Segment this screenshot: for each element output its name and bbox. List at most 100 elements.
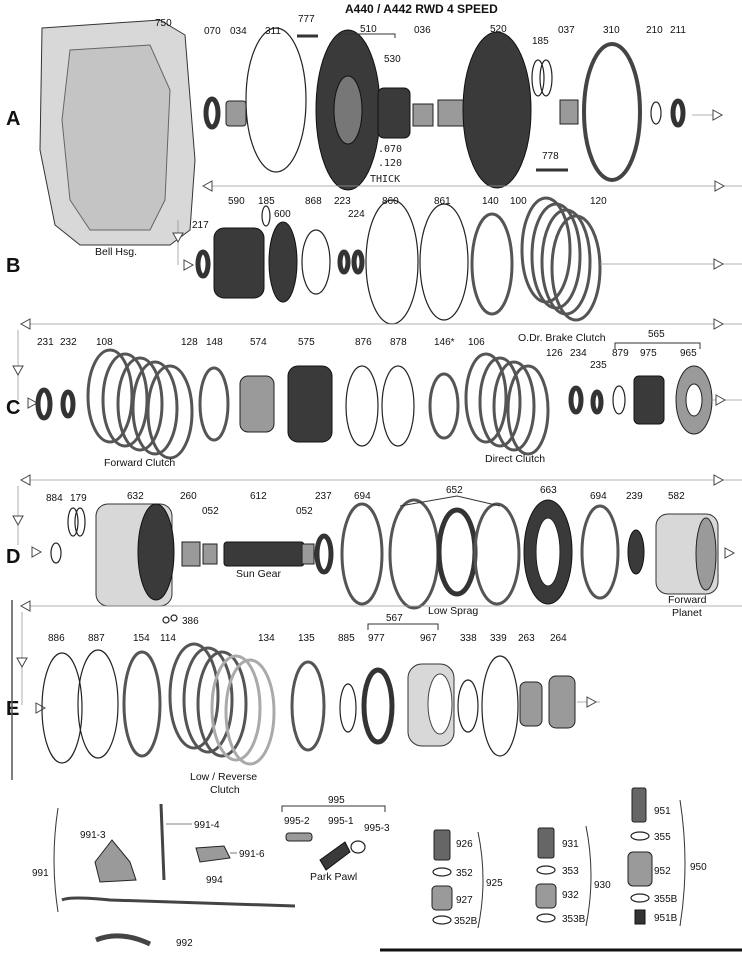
part-652-sprag	[436, 507, 478, 597]
row-d-drop-arrow	[12, 515, 24, 527]
label-778: 778	[542, 151, 559, 162]
bracket-995	[281, 805, 386, 812]
caption-forward-planet-1: Forward	[668, 594, 707, 606]
label-260: 260	[180, 491, 197, 502]
label-114: 114	[160, 633, 176, 644]
label-878: 878	[390, 337, 407, 348]
label-154: 154	[133, 633, 150, 644]
part-590-drum	[213, 227, 265, 299]
part-070-ring	[203, 96, 221, 130]
label-034: 034	[230, 26, 247, 37]
label-995-1: 995-1	[328, 816, 354, 827]
part-355b-ring	[630, 893, 650, 903]
part-231-ring	[35, 387, 53, 421]
label-128: 128	[181, 337, 198, 348]
label-211: 211	[670, 25, 686, 36]
bracket-565	[614, 342, 701, 349]
part-237-ring	[314, 533, 334, 575]
row-c-parts: Forward Clutch Direct Clutch 231 232 108…	[12, 329, 742, 469]
label-052-a: 052	[202, 506, 219, 517]
label-930: 930	[594, 880, 611, 891]
part-977-sprag	[361, 667, 395, 745]
arrow-a-b-right	[714, 180, 726, 192]
part-126-plate-b	[506, 364, 550, 456]
part-885-ring	[339, 683, 357, 733]
label-352: 352	[456, 868, 473, 879]
label-632: 632	[127, 491, 144, 502]
diagram-title: A440 / A442 RWD 4 SPEED	[345, 2, 498, 16]
part-234-ring	[568, 385, 584, 415]
label-223: 223	[334, 196, 351, 207]
label-355: 355	[654, 832, 671, 843]
label-927: 927	[456, 895, 473, 906]
part-582-face	[695, 517, 717, 591]
label-926: 926	[456, 839, 473, 850]
part-952-plunger	[627, 851, 653, 887]
label-185-b: 185	[258, 196, 275, 207]
label-263: 263	[518, 633, 535, 644]
row-label-d: D	[6, 546, 20, 568]
part-575-drum	[287, 365, 333, 443]
part-211-ring	[670, 98, 686, 128]
label-217: 217	[192, 220, 209, 231]
bottom-parts: 991 991-3 991-4 991-6 994 992 995 995-2 …	[32, 787, 707, 949]
caption-bell-housing: Bell Hsg.	[95, 246, 137, 258]
label-339: 339	[490, 633, 507, 644]
label-520: 520	[490, 24, 507, 35]
label-977: 977	[368, 633, 385, 644]
caption-low-reverse-2: Clutch	[210, 784, 240, 796]
part-140-plate	[470, 212, 514, 316]
part-106-plate-a	[464, 352, 508, 444]
part-128-plate-c	[146, 364, 194, 460]
part-878-ring	[381, 365, 415, 447]
part-530-gear	[377, 87, 411, 139]
label-510: 510	[360, 24, 377, 35]
label-952: 952	[654, 866, 671, 877]
part-352b-ring	[432, 915, 452, 925]
arrow-c-d-right	[713, 474, 725, 486]
part-154-plate	[122, 650, 162, 758]
part-217-ring	[195, 249, 211, 279]
label-600: 600	[274, 209, 291, 220]
part-108-plate-a	[86, 348, 134, 444]
part-223-ring	[337, 249, 351, 275]
label-995: 995	[328, 795, 345, 806]
label-612: 612	[250, 491, 267, 502]
part-311-oring	[245, 27, 307, 173]
part-148-plate	[198, 366, 230, 442]
label-694-b: 694	[590, 491, 607, 502]
part-353-ring	[536, 865, 556, 875]
label-353: 353	[562, 866, 579, 877]
part-185-snap	[261, 205, 271, 227]
part-927-plunger	[431, 885, 453, 911]
part-861-ring	[419, 203, 469, 321]
part-652-race-b	[473, 502, 521, 606]
row-c-start-arrow	[27, 397, 39, 409]
row-d-start-arrow	[31, 546, 43, 558]
part-338-ring	[457, 679, 479, 733]
part-260-bushing	[181, 541, 201, 567]
part-931-spring	[537, 827, 555, 859]
part-134-plate-a	[210, 654, 262, 762]
bracket-510	[339, 33, 396, 38]
label-975: 975	[640, 348, 657, 359]
row-label-b: B	[6, 255, 20, 277]
row-label-c: C	[6, 397, 20, 419]
part-263-bearing	[519, 681, 543, 727]
label-210: 210	[646, 25, 663, 36]
part-632-face	[137, 503, 175, 601]
part-932-plunger	[535, 883, 557, 909]
label-100: 100	[510, 196, 527, 207]
part-052-bushing-a	[202, 543, 218, 565]
bracket-991	[53, 807, 59, 913]
label-967: 967	[420, 633, 437, 644]
label-991-3: 991-3	[80, 830, 106, 841]
part-179-ring-a	[67, 507, 79, 537]
handwritten-note-line-3: THICK	[370, 174, 400, 185]
row-d-parts: Sun Gear Low Sprag Forward Planet 884 17…	[12, 485, 736, 619]
label-879: 879	[612, 348, 629, 359]
part-991-3-lever	[94, 839, 137, 883]
label-932: 932	[562, 890, 579, 901]
bracket-925	[477, 831, 484, 929]
caption-low-sprag: Low Sprag	[428, 605, 478, 617]
